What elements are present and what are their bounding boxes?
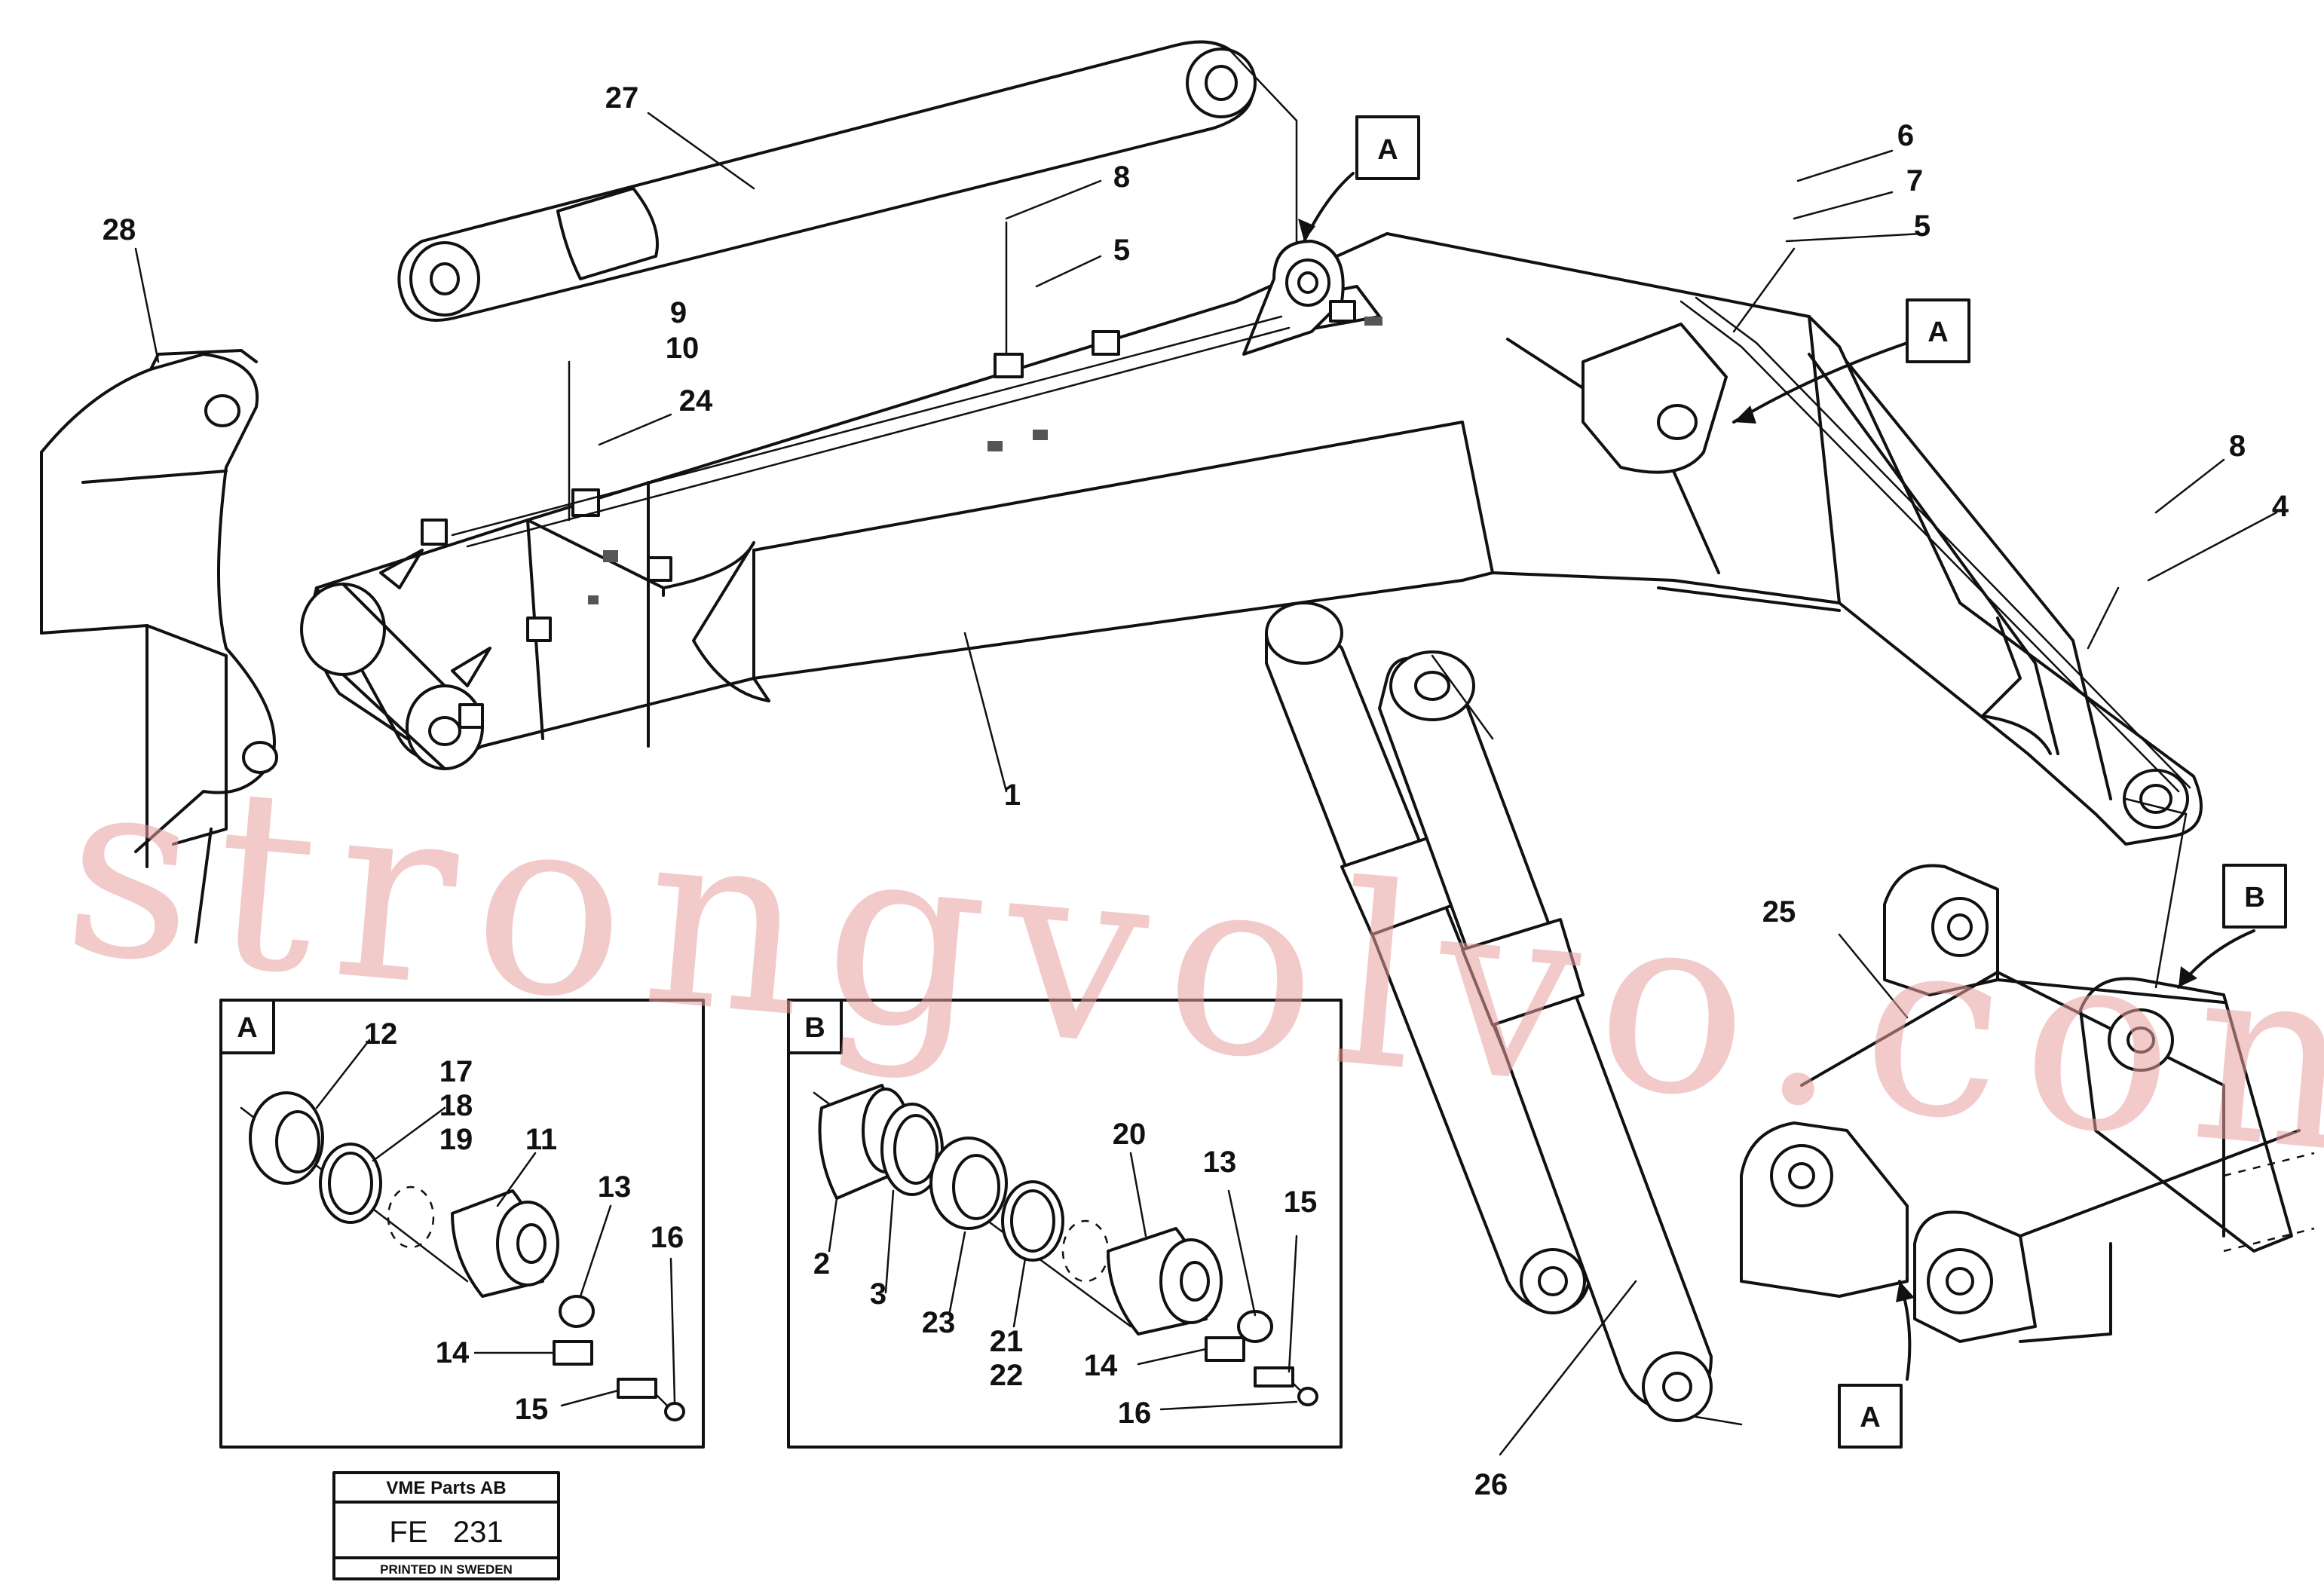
callout-8-right: 8 (2229, 430, 2246, 463)
detail-ref-b-right: B (2222, 864, 2287, 929)
detail-ref-b-right-label: B (2244, 882, 2264, 913)
detail-ref-a-top-label: A (1377, 134, 1398, 166)
callout-7: 7 (1906, 164, 1923, 197)
mounting-bracket-28 (40, 349, 278, 944)
detail-ref-a-right-label: A (1927, 317, 1948, 348)
detail-ref-a-top: A (1355, 115, 1420, 180)
callout-19: 19 (439, 1123, 473, 1156)
callout-20: 20 (1113, 1118, 1147, 1151)
callout-17: 17 (439, 1055, 473, 1088)
callout-1: 1 (1004, 779, 1021, 812)
detail-ref-arrows (1298, 172, 2255, 1381)
stamp-printed: PRINTED IN SWEDEN (380, 1562, 513, 1577)
callout-5-right: 5 (1914, 210, 1931, 243)
inset-detail-a: A (219, 999, 705, 1449)
callout-8-top: 8 (1113, 161, 1130, 194)
callout-6: 6 (1897, 119, 1914, 152)
callout-24: 24 (679, 384, 713, 418)
callout-22: 22 (990, 1359, 1024, 1392)
callout-26: 26 (1474, 1468, 1508, 1501)
callout-23: 23 (922, 1306, 956, 1339)
callout-28: 28 (103, 213, 136, 246)
inset-a-label: A (237, 1012, 257, 1044)
leader-lines (134, 112, 2278, 1456)
vme-parts-stamp: VME Parts AB FE 231 PRINTED IN SWEDEN (332, 1471, 560, 1580)
lower-bracket-25 (1740, 797, 2315, 1343)
callout-3: 3 (870, 1277, 886, 1311)
callout-2: 2 (813, 1247, 830, 1280)
boom-1 (300, 232, 2203, 846)
inset-b-label: B (804, 1012, 825, 1044)
callout-27: 27 (605, 81, 639, 115)
callout-13-b: 13 (1203, 1146, 1237, 1179)
callout-labels: 27 28 8 5 9 10 24 1 6 7 5 8 4 25 26 12 1… (103, 81, 2289, 1501)
callout-18: 18 (439, 1089, 473, 1122)
hydraulic-cylinder-27 (397, 40, 1298, 322)
stamp-code: FE 231 (389, 1516, 503, 1549)
callout-5-top: 5 (1113, 234, 1130, 267)
callout-4: 4 (2272, 490, 2289, 523)
detail-ref-a-right: A (1906, 298, 1970, 363)
callout-13-a: 13 (598, 1170, 632, 1204)
detail-ref-a-bottom-label: A (1860, 1402, 1880, 1433)
callout-12: 12 (364, 1017, 398, 1051)
callout-11: 11 (525, 1123, 557, 1156)
detail-ref-a-bottom: A (1838, 1384, 1903, 1449)
callout-25: 25 (1762, 895, 1796, 929)
lift-cylinders-26 (1265, 601, 1743, 1426)
callout-16-a: 16 (651, 1221, 684, 1254)
callout-10: 10 (666, 332, 700, 365)
callout-14-a: 14 (436, 1336, 470, 1369)
inset-detail-b: B (787, 999, 1343, 1449)
callout-21: 21 (990, 1325, 1024, 1358)
callout-15-a: 15 (515, 1393, 549, 1426)
stamp-company: VME Parts AB (386, 1478, 506, 1498)
callout-9: 9 (670, 296, 687, 329)
callout-15-b: 15 (1284, 1186, 1318, 1219)
callout-16-b: 16 (1118, 1397, 1152, 1430)
callout-14-b: 14 (1084, 1349, 1118, 1382)
